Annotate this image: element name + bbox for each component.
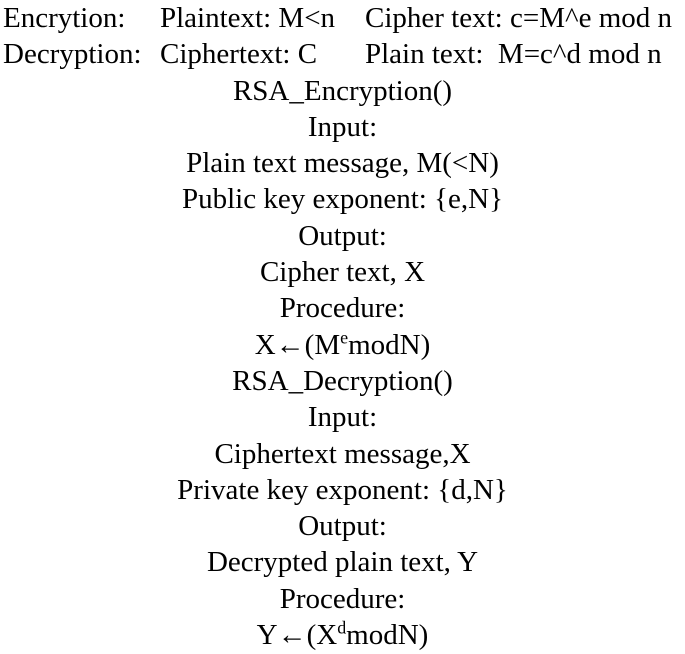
decryption-ciphertext: Ciphertext: C	[160, 38, 318, 71]
formula-pre: Y←(X	[256, 619, 338, 652]
encryption-routine-block: RSA_Encryption() Input: Plain text messa…	[0, 73, 685, 363]
decryption-output-value: Decrypted plain text, Y	[206, 546, 479, 579]
encryption-output-label: Output:	[298, 219, 387, 252]
decryption-plain-formula: Plain text: M=c^d mod n	[365, 38, 662, 71]
encryption-procedure-formula: X←(MemodN)	[0, 327, 685, 363]
decryption-input-private-key: Private key exponent: {d,N}	[177, 473, 508, 506]
decryption-input-label: Input:	[307, 401, 378, 434]
decryption-input-message: Ciphertext message,X	[214, 437, 471, 470]
decryption-summary-row: Decryption: Ciphertext: C Plain text: M=…	[0, 36, 685, 72]
rsa-summary: Encrytion: Plaintext: M<n Cipher text: c…	[0, 0, 685, 73]
formula-post: modN)	[348, 328, 431, 361]
decryption-procedure-formula: Y←(XdmodN)	[0, 617, 685, 653]
encryption-label: Encrytion:	[3, 2, 126, 34]
formula-pre: X←(M	[254, 328, 341, 361]
decryption-procedure-label: Procedure:	[279, 582, 406, 615]
formula-exponent: d	[337, 617, 347, 638]
decryption-routine-title: RSA_Decryption()	[232, 364, 453, 397]
decryption-label: Decryption:	[3, 38, 142, 71]
formula-post: modN)	[346, 619, 429, 652]
encryption-plaintext-condition: Plaintext: M<n	[160, 2, 336, 34]
encryption-routine-title: RSA_Encryption()	[232, 74, 453, 107]
formula-exponent: e	[340, 327, 349, 348]
encryption-input-public-key: Public key exponent: {e,N}	[182, 183, 503, 216]
encryption-input-label: Input:	[307, 110, 378, 143]
encryption-output-value: Cipher text, X	[259, 256, 426, 289]
encryption-procedure-label: Procedure:	[279, 292, 406, 325]
decryption-output-label: Output:	[298, 510, 387, 543]
decryption-routine-block: RSA_Decryption() Input: Ciphertext messa…	[0, 363, 685, 653]
encryption-summary-row: Encrytion: Plaintext: M<n Cipher text: c…	[0, 0, 685, 36]
encryption-cipher-formula: Cipher text: c=M^e mod n	[365, 2, 673, 34]
encryption-input-message: Plain text message, M(<N)	[186, 147, 499, 180]
